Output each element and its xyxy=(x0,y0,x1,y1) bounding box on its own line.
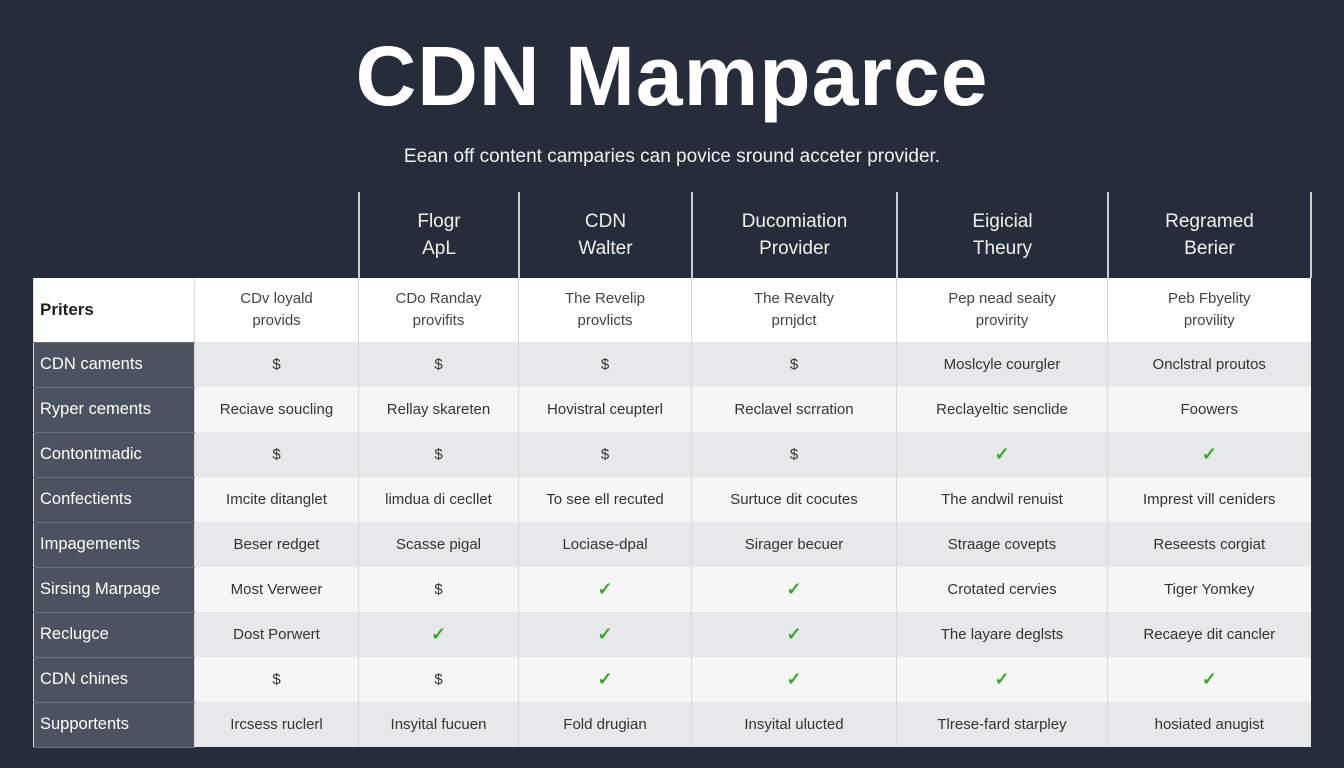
table-cell: Insyital fucuen xyxy=(358,702,519,747)
table-cell: $ xyxy=(518,432,692,477)
row-label: Contontmadic xyxy=(33,432,195,478)
check-icon: ✓ xyxy=(691,657,897,702)
table-cell: The Revalty prnjdct xyxy=(691,278,897,342)
table-cell: Rellay skareten xyxy=(358,387,519,432)
table-cell: Reciave soucling xyxy=(194,387,359,432)
table-cell: Fold drugian xyxy=(518,702,692,747)
row-label: Reclugce xyxy=(33,612,195,658)
table-cell: $ xyxy=(691,432,897,477)
check-icon: ✓ xyxy=(896,657,1108,702)
column-header: Flogr ApL xyxy=(358,192,518,278)
row-label: Supportents xyxy=(33,702,195,748)
table-cell: Foowers xyxy=(1107,387,1311,432)
table-cell: Reseests corgiat xyxy=(1107,522,1311,567)
table-cell: $ xyxy=(358,342,519,387)
check-icon: ✓ xyxy=(691,567,897,612)
table-cell: Ircsess ruclerl xyxy=(194,702,359,747)
page-title: CDN Mamparce xyxy=(355,29,989,123)
row-label: Priters xyxy=(33,278,195,343)
table-cell: Straage covepts xyxy=(896,522,1108,567)
table-header-row: Priters CDv loyald provids CDo Randay pr… xyxy=(33,278,1311,343)
table-cell: CDo Randay provifits xyxy=(358,278,519,342)
table-cell: Reclavel scrration xyxy=(691,387,897,432)
check-icon: ✓ xyxy=(358,612,519,657)
table-cell: Tiger Yomkey xyxy=(1107,567,1311,612)
table-cell: The layare deglsts xyxy=(896,612,1108,657)
table-cell: The andwil renuist xyxy=(896,477,1108,522)
table-cell: Lociase-dpal xyxy=(518,522,692,567)
table-cell: Most Verweer xyxy=(194,567,359,612)
check-icon: ✓ xyxy=(518,657,692,702)
comparison-table: Priters CDv loyald provids CDo Randay pr… xyxy=(33,278,1311,748)
check-icon: ✓ xyxy=(518,567,692,612)
check-icon: ✓ xyxy=(1107,657,1311,702)
table-cell: Hovistral ceupterl xyxy=(518,387,692,432)
table-row: CDN chines$$✓✓✓✓ xyxy=(33,657,1311,703)
table-cell: To see ell recuted xyxy=(518,477,692,522)
column-header: CDN Walter xyxy=(518,192,691,278)
check-icon: ✓ xyxy=(1107,432,1311,477)
table-cell: The Revelip provlicts xyxy=(518,278,692,342)
table-cell: Reclayeltic senclide xyxy=(896,387,1108,432)
table-cell: Scasse pigal xyxy=(358,522,519,567)
check-icon: ✓ xyxy=(518,612,692,657)
row-label: CDN caments xyxy=(33,342,195,388)
table-cell: Imcite ditanglet xyxy=(194,477,359,522)
table-cell: CDv loyald provids xyxy=(194,278,359,342)
check-icon: ✓ xyxy=(691,612,897,657)
table-cell: $ xyxy=(194,342,359,387)
subtitle: Eean off content camparies can povice sr… xyxy=(403,146,941,167)
table-cell: Moslcyle courgler xyxy=(896,342,1108,387)
table-cell: Surtuce dit cocutes xyxy=(691,477,897,522)
column-header: Ducomiation Provider xyxy=(691,192,896,278)
row-label: Impagements xyxy=(33,522,195,568)
table-cell: Tlrese-fard starpley xyxy=(896,702,1108,747)
table-cell: $ xyxy=(194,657,359,702)
table-cell: limdua di cecllet xyxy=(358,477,519,522)
table-cell: $ xyxy=(194,432,359,477)
table-cell: Onclstral proutos xyxy=(1107,342,1311,387)
column-header: Eigicial Theury xyxy=(896,192,1107,278)
table-cell: Crotated cervies xyxy=(896,567,1108,612)
row-label: CDN chines xyxy=(33,657,195,703)
table-row: Contontmadic$$$$✓✓ xyxy=(33,432,1311,478)
table-cell: Peb Fbyelity provility xyxy=(1107,278,1311,342)
table-cell: Sirager becuer xyxy=(691,522,897,567)
table-cell: Imprest vill ceniders xyxy=(1107,477,1311,522)
table-cell: Pep nead seaity provirity xyxy=(896,278,1108,342)
table-cell: Beser redget xyxy=(194,522,359,567)
table-cell: Dost Porwert xyxy=(194,612,359,657)
table-cell: Insyital ulucted xyxy=(691,702,897,747)
table-cell: $ xyxy=(358,657,519,702)
table-cell: $ xyxy=(518,342,692,387)
row-label: Sirsing Marpage xyxy=(33,567,195,613)
check-icon: ✓ xyxy=(896,432,1108,477)
row-label: Ryper cements xyxy=(33,387,195,433)
row-label: Confectients xyxy=(33,477,195,523)
table-cell: $ xyxy=(358,432,519,477)
column-header: Regramed Berier xyxy=(1107,192,1312,278)
table-cell: hosiated anugist xyxy=(1107,702,1311,747)
table-cell: Recaeye dit cancler xyxy=(1107,612,1311,657)
table-cell: $ xyxy=(358,567,519,612)
table-cell: $ xyxy=(691,342,897,387)
